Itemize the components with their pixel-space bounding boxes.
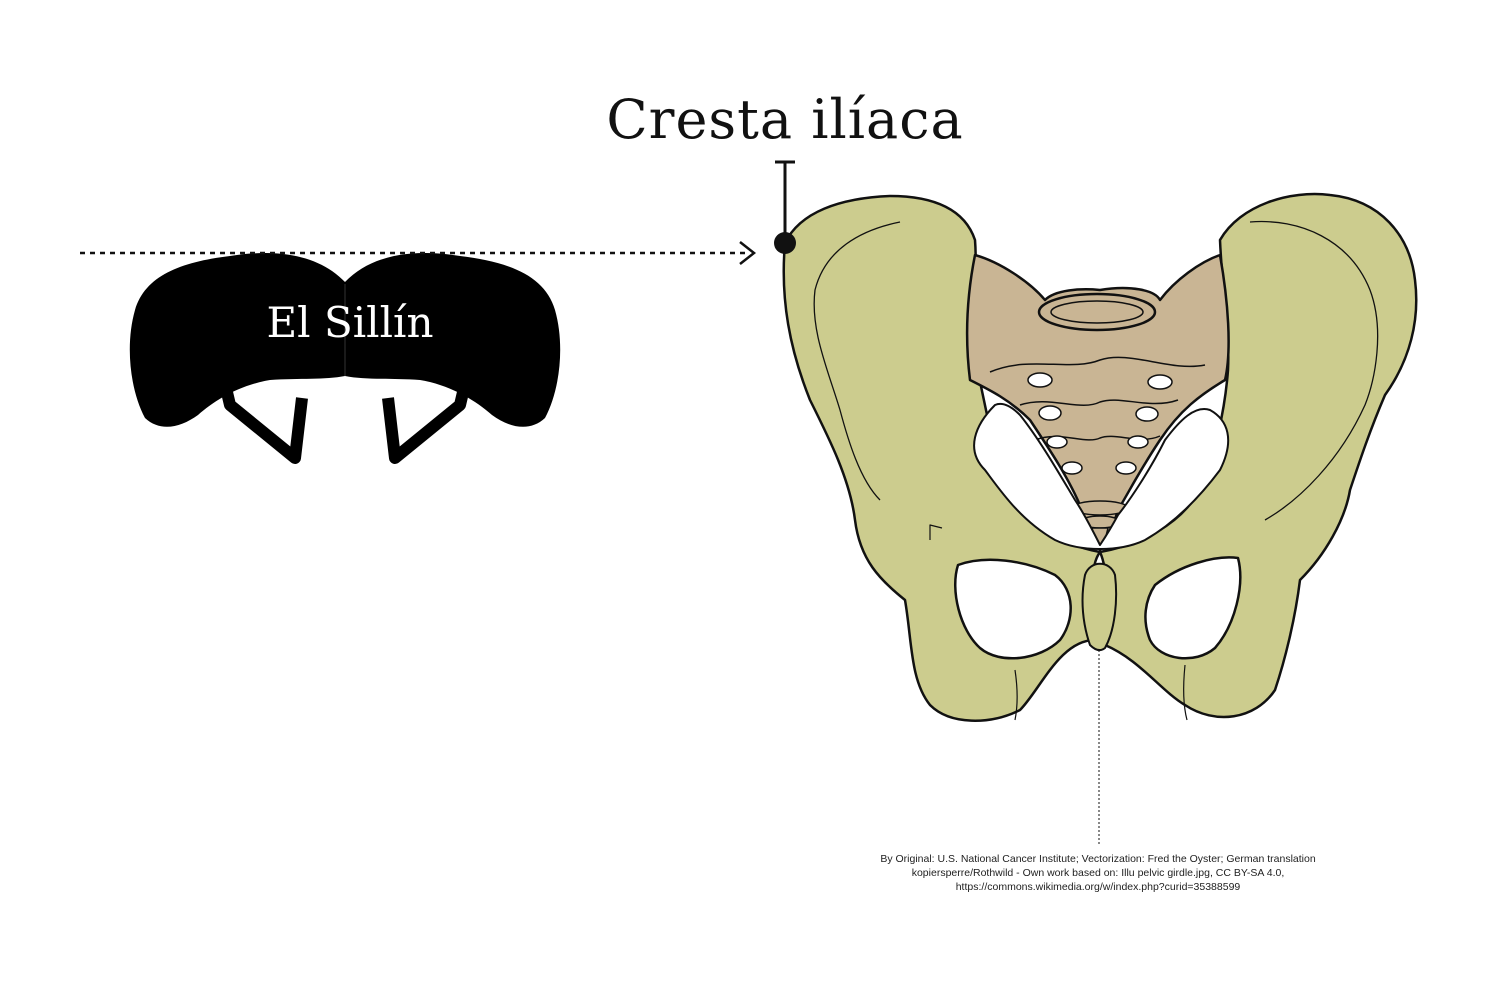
right-obturator-foramen [1144, 556, 1242, 660]
hip-detail [929, 524, 943, 540]
iliac-crest-marker [774, 232, 796, 254]
saddle-right-rail [382, 386, 470, 464]
left-obturator-foramen [954, 558, 1072, 660]
pelvis-illustration [774, 192, 1418, 722]
sacral-canal [1050, 300, 1144, 324]
sacral-foramen [1115, 461, 1137, 475]
sacral-ridge [989, 356, 1206, 373]
sacral-foramen [1061, 461, 1083, 475]
arrow-head [739, 241, 757, 265]
image-credit: By Original: U.S. National Cancer Instit… [880, 853, 1316, 893]
sacral-foramen [1046, 435, 1068, 449]
left-wing-contour [813, 221, 901, 501]
sacral-foramen [1038, 405, 1062, 421]
hip-detail [1014, 669, 1018, 721]
sacral-foramen [1027, 372, 1053, 388]
saddle-left-rail [220, 386, 308, 464]
saddle-illustration [129, 253, 561, 464]
hip-detail [1183, 664, 1188, 721]
sacral-foramen [1127, 435, 1149, 449]
saddle-label: El Sillín [266, 298, 434, 347]
iliac-crest-label: Cresta ilíaca [606, 88, 964, 151]
pubic-symphysis [1081, 562, 1118, 652]
sacral-foramen [1135, 406, 1159, 422]
pelvic-inlet [973, 402, 1230, 550]
right-wing-contour [1249, 220, 1379, 521]
sacral-foramen [1147, 374, 1173, 390]
sacral-ridge [1019, 399, 1179, 406]
